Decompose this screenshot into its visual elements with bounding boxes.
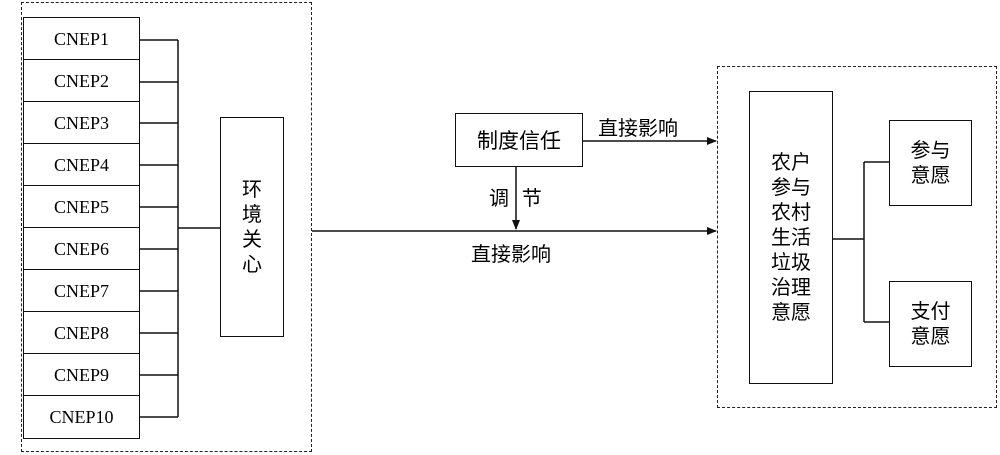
cnep-box-3: CNEP3 xyxy=(23,101,140,145)
farmer-willingness-label: 农户参与农村生活垃圾治理意愿 xyxy=(771,150,811,324)
direct-effect-label-bottom: 直接影响 xyxy=(471,242,551,266)
cnep-box-4: CNEP4 xyxy=(23,143,140,187)
cnep-label: CNEP10 xyxy=(49,406,114,427)
payment-willingness-label: 支付意愿 xyxy=(910,299,951,348)
cnep-label: CNEP6 xyxy=(53,238,109,259)
participation-willingness-box: 参与意愿 xyxy=(889,120,972,206)
cnep-label: CNEP3 xyxy=(53,112,109,133)
right-group-frame xyxy=(717,66,997,408)
farmer-willingness-box: 农户参与农村生活垃圾治理意愿 xyxy=(749,91,833,384)
cnep-box-10: CNEP10 xyxy=(23,395,140,439)
cnep-box-8: CNEP8 xyxy=(23,311,140,355)
cnep-label: CNEP4 xyxy=(53,154,109,175)
participation-willingness-label: 参与意愿 xyxy=(910,138,951,187)
cnep-label: CNEP9 xyxy=(53,364,109,385)
direct-effect-label-top: 直接影响 xyxy=(598,116,678,140)
cnep-label: CNEP8 xyxy=(53,322,109,343)
environmental-concern-label: 环境关心 xyxy=(242,177,262,276)
cnep-box-6: CNEP6 xyxy=(23,227,140,271)
payment-willingness-box: 支付意愿 xyxy=(889,281,972,367)
cnep-label: CNEP1 xyxy=(53,28,109,49)
cnep-box-1: CNEP1 xyxy=(23,17,140,61)
moderation-label: 调 节 xyxy=(489,186,542,210)
cnep-box-2: CNEP2 xyxy=(23,59,140,103)
cnep-label: CNEP7 xyxy=(53,280,109,301)
cnep-label: CNEP2 xyxy=(53,70,109,91)
cnep-label: CNEP5 xyxy=(53,196,109,217)
environmental-concern-box: 环境关心 xyxy=(220,117,284,337)
institutional-trust-box: 制度信任 xyxy=(455,113,583,167)
left-group-frame xyxy=(21,2,312,452)
cnep-box-5: CNEP5 xyxy=(23,185,140,229)
cnep-box-9: CNEP9 xyxy=(23,353,140,397)
institutional-trust-label: 制度信任 xyxy=(477,129,561,153)
cnep-box-7: CNEP7 xyxy=(23,269,140,313)
